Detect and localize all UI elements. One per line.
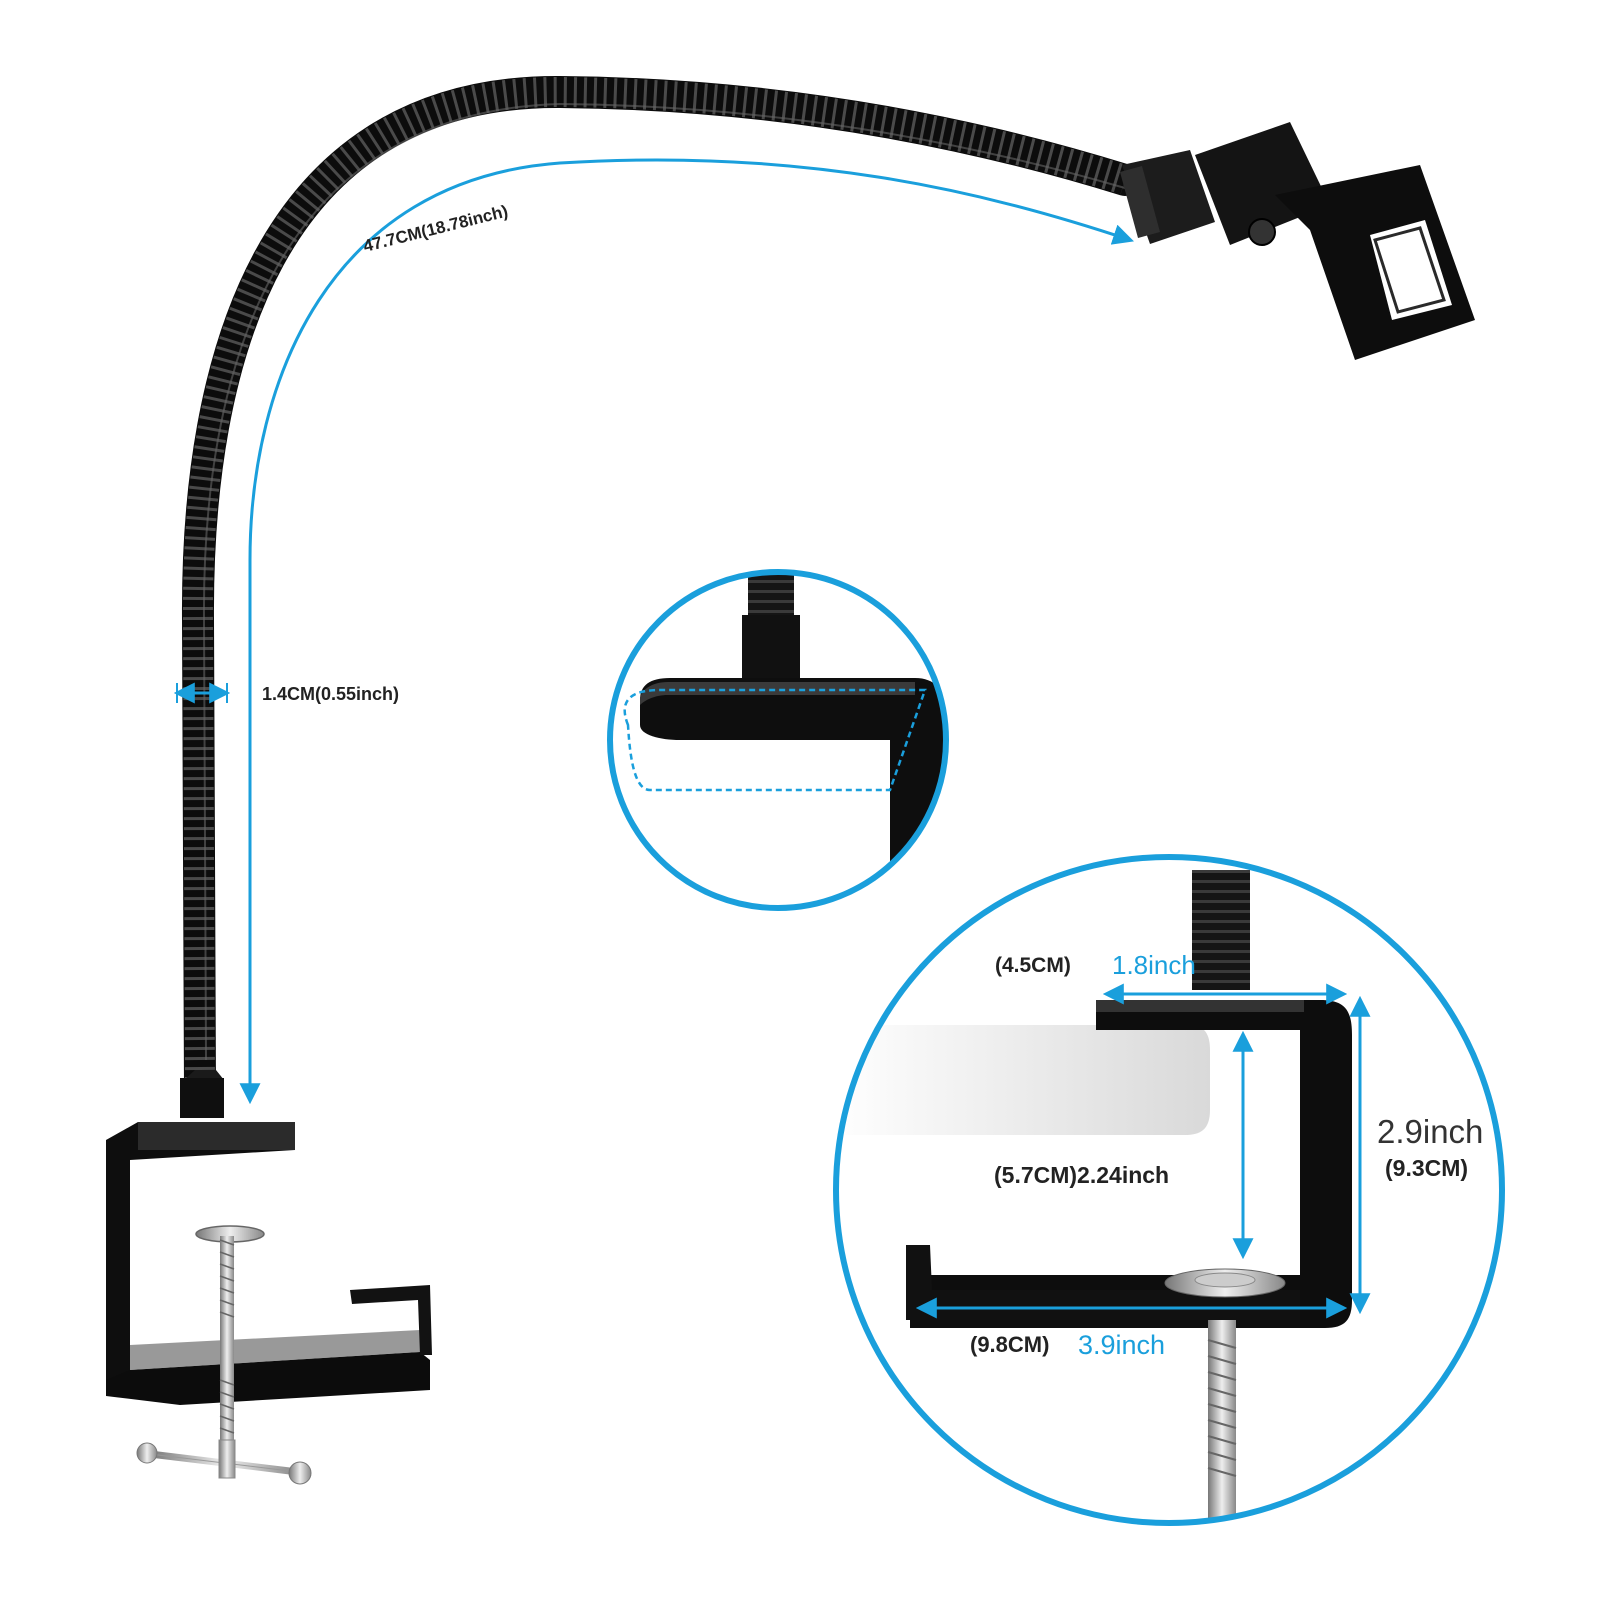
desk-clamp-icon [106, 1070, 432, 1405]
tube-diameter-arrow [173, 682, 231, 704]
zoom-circle-top [607, 569, 949, 911]
top-width-in-label: 1.8inch [1112, 950, 1196, 980]
clamp-opening-label: (5.7CM)2.24inch [994, 1162, 1169, 1188]
screw-handle-icon [136, 1225, 312, 1485]
top-width-cm-label: (4.5CM) [995, 954, 1071, 977]
zoom-circle-bottom [833, 854, 1505, 1526]
bottom-width-in-label: 3.9inch [1078, 1330, 1165, 1360]
bottom-width-cm-label: (9.8CM) [970, 1332, 1049, 1357]
dimension-arrow-icon [915, 983, 1371, 1319]
tube-diameter-label: 1.4CM(0.55inch) [262, 684, 399, 704]
mic-clip-icon [1120, 122, 1475, 360]
arm-length-arrow [239, 158, 1134, 1105]
clamp-height-cm-label: (9.3CM) [1385, 1155, 1468, 1181]
gooseneck-icon [181, 75, 1141, 1106]
clamp-height-in-label: 2.9inch [1377, 1113, 1483, 1150]
